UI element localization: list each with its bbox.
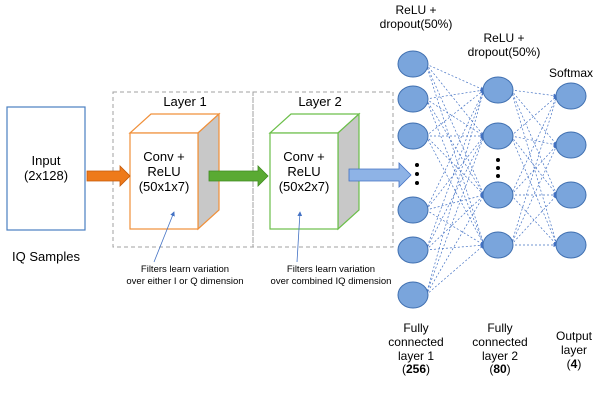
- fc2-node: [482, 231, 514, 259]
- edge-fc2-0-out-3: [510, 89, 559, 246]
- edge-fc2-3-out-1: [510, 144, 558, 246]
- edge-fc1-0-fc2-0: [425, 63, 485, 91]
- edge-fc2-3-out-0: [510, 95, 558, 246]
- fc1-size: 256: [405, 362, 427, 377]
- arrow-layer2-to-fc1: [348, 162, 412, 188]
- output-size: 4: [570, 356, 578, 371]
- edge-fc1-4-fc2-3: [425, 243, 485, 251]
- edge-fc2-3-out-2: [510, 194, 558, 246]
- edge-fc1-3-fc2-0: [425, 89, 485, 211]
- layer2-note-pointer: [296, 211, 303, 263]
- layer2-note: Filters learn variation over combined IQ…: [270, 264, 392, 287]
- out-node: [555, 231, 587, 259]
- edge-fc1-5-fc2-1: [425, 135, 485, 296]
- fc1-node: [397, 85, 429, 113]
- arrow-layer1-to-layer2: [208, 165, 269, 187]
- fc2-ellipsis: [496, 158, 500, 178]
- layer1-title: Layer 1: [163, 94, 207, 109]
- edge-fc1-1-fc2-2: [425, 98, 485, 196]
- edge-fc2-2-out-0: [510, 95, 558, 196]
- edge-fc1-5-fc2-3: [425, 244, 485, 296]
- edge-fc1-4-fc2-1: [425, 135, 485, 251]
- layer2-title: Layer 2: [298, 94, 342, 109]
- input-label: Input (2x128): [23, 153, 69, 183]
- fc1-node: [397, 122, 429, 150]
- edge-fc1-1-fc2-1: [425, 98, 485, 137]
- edge-fc1-1-fc2-0: [425, 88, 485, 100]
- edge-fc2-0-out-2: [510, 89, 558, 196]
- edge-fc2-1-out-1: [510, 135, 558, 147]
- edge-fc2-2-out-1: [510, 144, 558, 196]
- layer1-note: Filters learn variation over either I or…: [126, 264, 244, 287]
- edge-fc1-2-fc2-2: [425, 135, 485, 196]
- fc2-node: [482, 181, 514, 209]
- fc1-node: [397, 196, 429, 224]
- edge-fc1-0-fc2-2: [425, 63, 485, 196]
- layer1-note-pointer: [153, 211, 175, 263]
- input-box: [6, 106, 86, 231]
- edge-fc1-5-fc2-0: [425, 89, 486, 296]
- output-activation: Softmax: [548, 66, 593, 80]
- fc1-activation: ReLU + dropout(50%): [379, 3, 453, 31]
- edge-fc1-2-fc2-0: [425, 89, 485, 137]
- fc2-node: [482, 76, 514, 104]
- edge-fc1-4-fc2-0: [425, 89, 485, 251]
- out-node: [555, 181, 587, 209]
- output-caption: Output layer(4): [555, 329, 593, 371]
- out-node: [555, 131, 587, 159]
- edge-fc1-4-fc2-2: [425, 194, 485, 251]
- layer1-block-label: Conv + ReLU (50x1x7): [138, 149, 190, 194]
- fc1-caption-text: Fully connected layer 1: [388, 321, 444, 363]
- output-caption-text: Output layer: [555, 329, 593, 357]
- arrow-input-to-layer1: [86, 165, 131, 187]
- edge-fc2-1-out-2: [510, 135, 558, 196]
- fc2-caption-text: Fully connected layer 2: [472, 321, 528, 363]
- fc2-size: 80: [493, 362, 507, 377]
- fc1-node: [397, 50, 429, 78]
- layer1-cube: [128, 112, 221, 231]
- edge-fc1-3-fc2-3: [425, 209, 485, 246]
- edge-fc1-3-fc2-2: [425, 193, 485, 211]
- fc2-activation: ReLU + dropout(50%): [467, 31, 541, 59]
- network-nodes: [397, 50, 587, 309]
- edge-fc2-1-out-0: [510, 95, 558, 137]
- out-node: [555, 82, 587, 110]
- edge-fc2-0-out-0: [510, 89, 558, 98]
- fc1-node: [397, 281, 429, 309]
- iq-samples-caption: IQ Samples: [12, 249, 80, 264]
- fc2-node: [482, 122, 514, 150]
- edge-fc1-2-fc2-3: [425, 135, 485, 246]
- fc2-caption: Fully connected layer 2(80): [472, 321, 528, 377]
- layer2-block-label: Conv + ReLU (50x2x7): [278, 149, 330, 194]
- network-edges: [425, 63, 559, 296]
- fc1-caption: Fully connected layer 1(256): [388, 321, 444, 377]
- layer2-cube: [268, 112, 361, 231]
- fc1-ellipsis: [415, 163, 419, 185]
- edge-fc1-5-fc2-2: [425, 194, 485, 296]
- edge-fc1-0-fc2-1: [425, 63, 485, 137]
- fc1-node: [397, 236, 429, 264]
